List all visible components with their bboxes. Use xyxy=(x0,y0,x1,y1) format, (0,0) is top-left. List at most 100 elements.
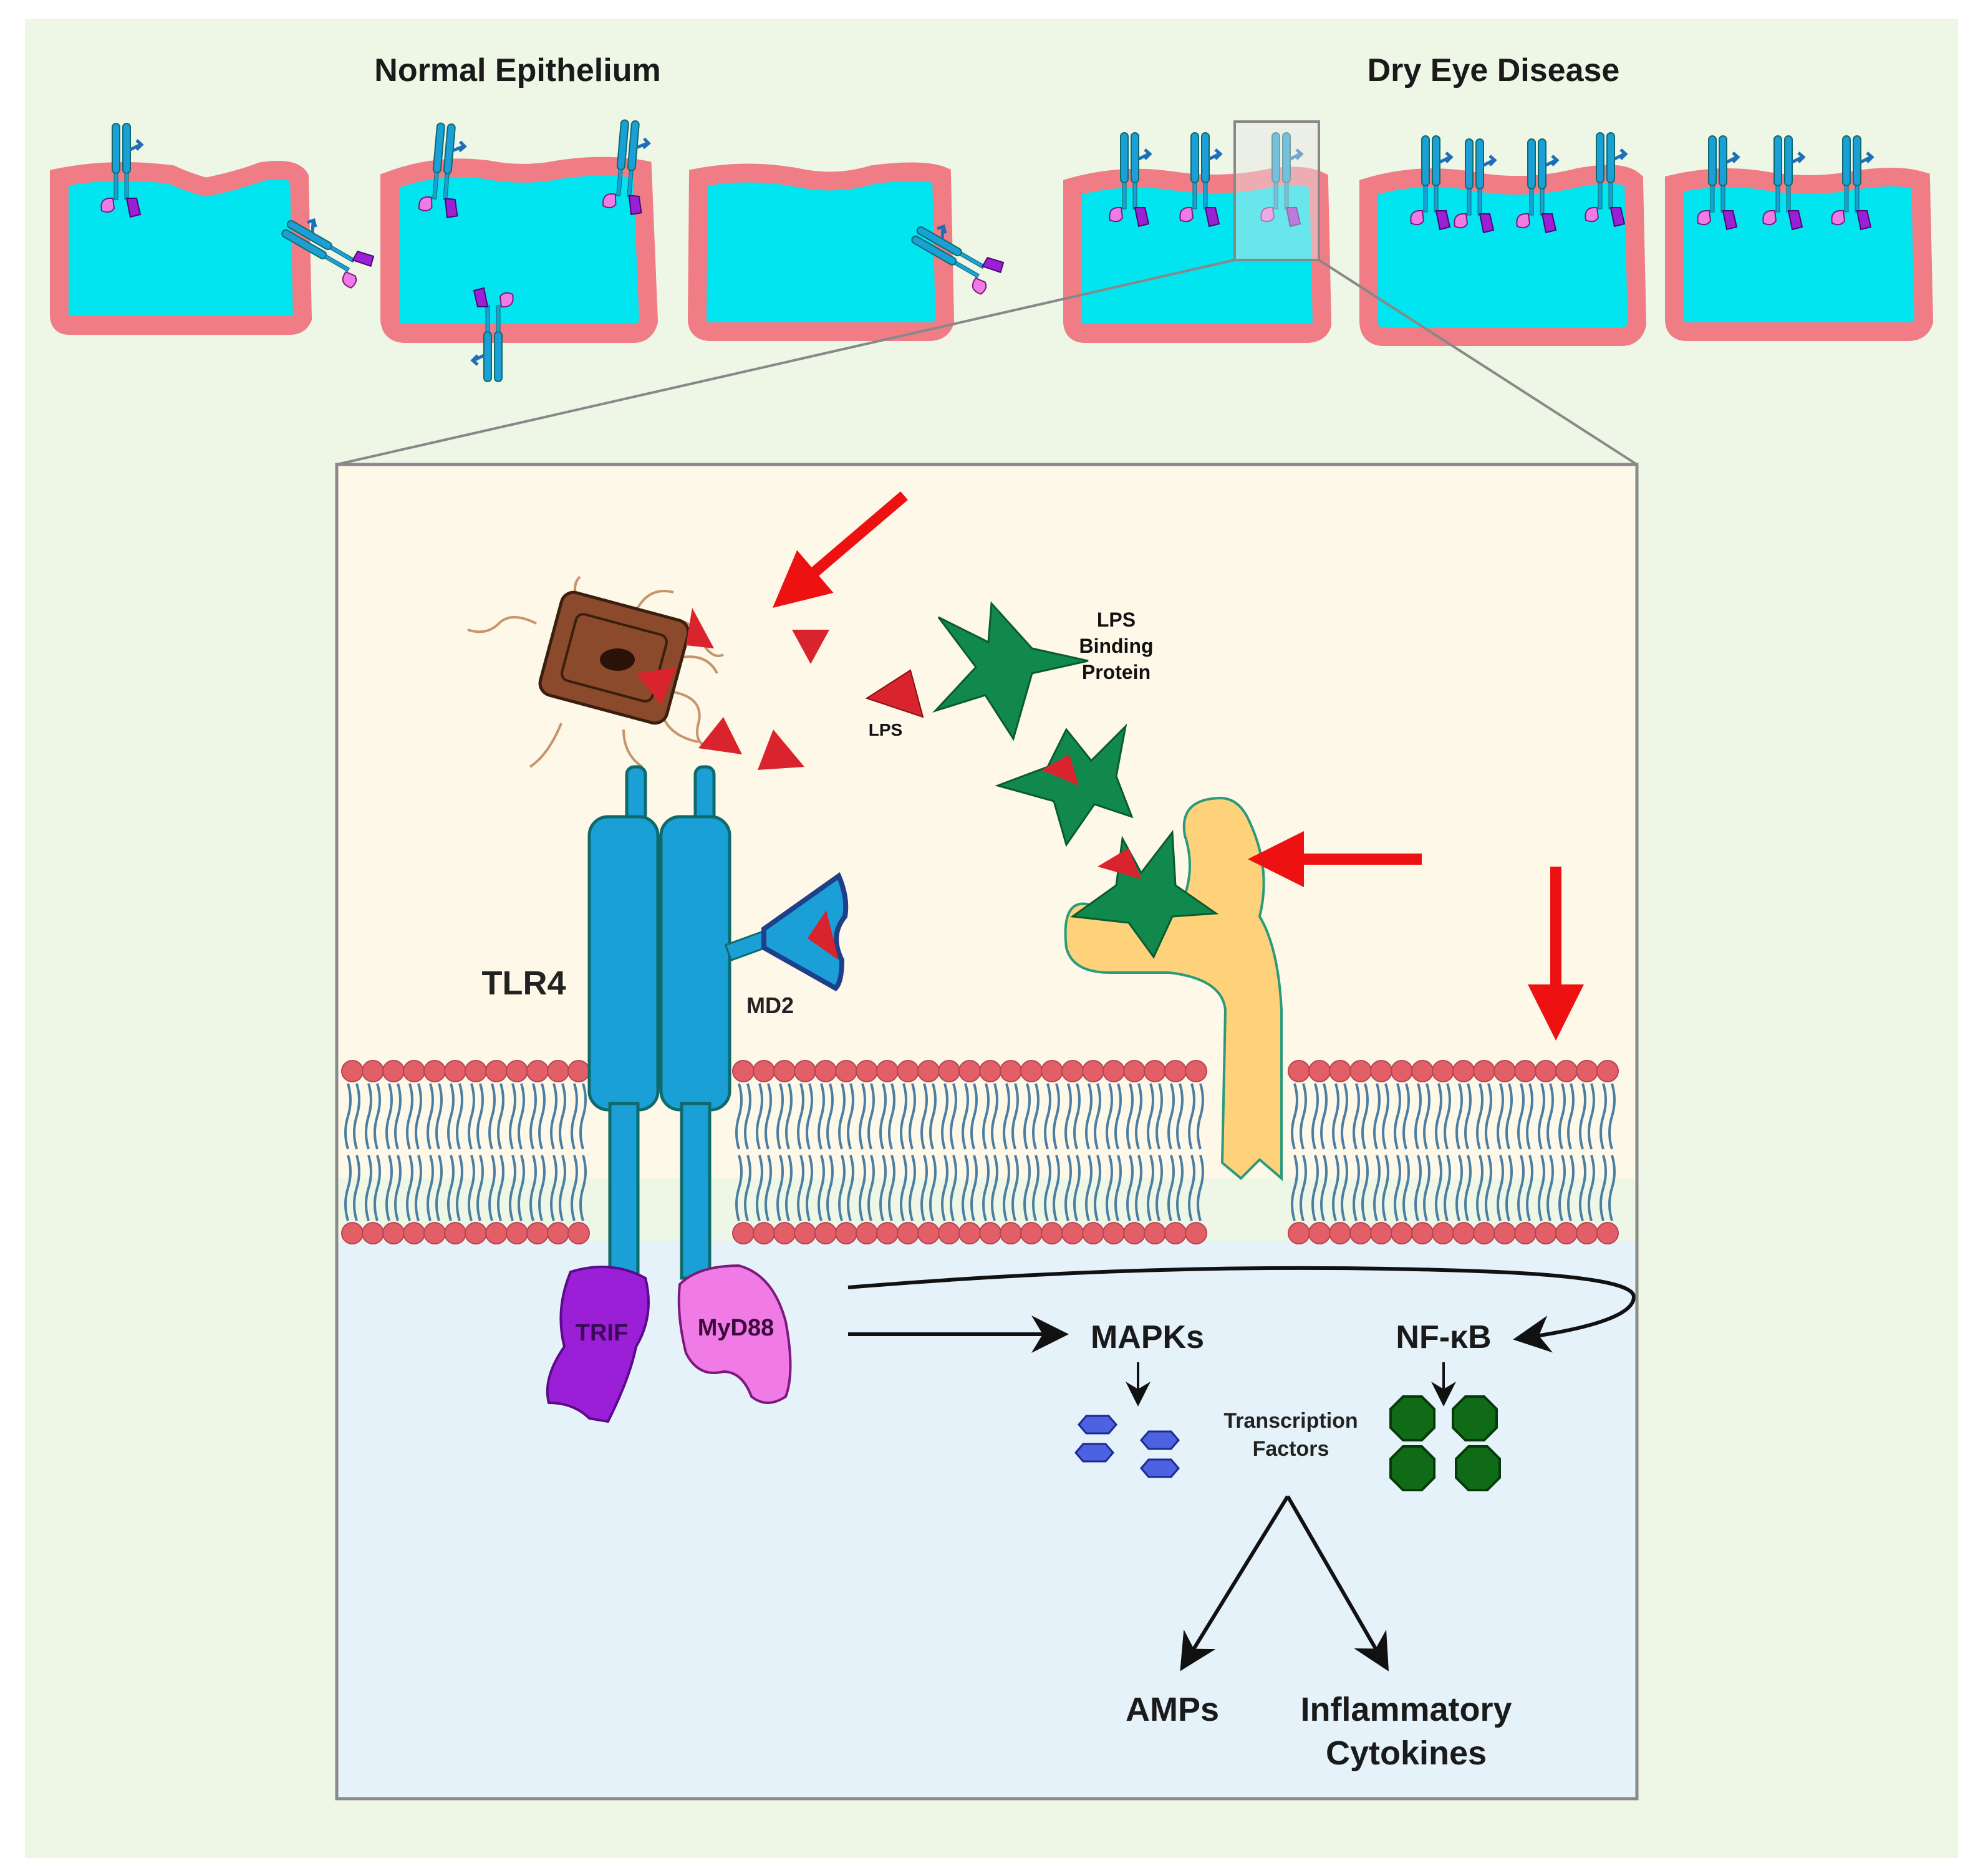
lipid-tail xyxy=(1011,1083,1019,1150)
epithelial-cell xyxy=(1359,165,1647,346)
lipid-tail xyxy=(1311,1083,1319,1150)
lipid-tail xyxy=(765,1155,772,1221)
lipid-tail xyxy=(1435,1155,1442,1221)
lipid-tail xyxy=(1476,1083,1484,1150)
lipid-tail xyxy=(797,1083,804,1150)
lipid-tail xyxy=(344,1083,352,1150)
lipid-head xyxy=(732,1060,755,1082)
lipid-tail xyxy=(776,1155,784,1221)
lipid-tail xyxy=(867,1155,875,1221)
lipid-tail xyxy=(1444,1155,1451,1221)
lipid-tail xyxy=(1382,1083,1389,1150)
lipid-tail xyxy=(1044,1155,1051,1221)
lps-triangle-icon xyxy=(865,669,924,718)
lipid-tail xyxy=(1435,1083,1442,1150)
cytokines-label-line1: Inflammatory xyxy=(1300,1691,1512,1728)
lipid-tail xyxy=(374,1155,381,1221)
lipid-head xyxy=(1555,1060,1578,1082)
lbp-label-line3: Protein xyxy=(1082,661,1151,683)
lipid-head xyxy=(506,1222,528,1244)
lipid-head xyxy=(1123,1060,1146,1082)
lipid-head xyxy=(341,1060,364,1082)
lipid-tail xyxy=(1064,1083,1072,1150)
lipid-head xyxy=(814,1060,837,1082)
lipid-head xyxy=(341,1222,364,1244)
lipid-tail xyxy=(1497,1083,1504,1150)
lipid-tail xyxy=(950,1155,957,1221)
lipid-tail xyxy=(1361,1083,1369,1150)
cytokines-label-line2: Cytokines xyxy=(1326,1734,1487,1772)
lipid-tail xyxy=(1599,1083,1607,1150)
lipid-tail xyxy=(859,1155,866,1221)
lps-label: LPS xyxy=(869,720,902,739)
lipid-tail xyxy=(1300,1155,1307,1221)
lipid-tail xyxy=(1423,1155,1431,1221)
lipid-tail xyxy=(1167,1155,1175,1221)
lipid-tail xyxy=(920,1083,928,1150)
lipid-tail xyxy=(1291,1155,1298,1221)
lipid-head xyxy=(526,1222,549,1244)
lipid-tail xyxy=(1353,1155,1360,1221)
lipid-head xyxy=(876,1222,899,1244)
lipid-tail xyxy=(1085,1083,1093,1150)
lipid-tail xyxy=(427,1155,434,1221)
lipid-tail xyxy=(1114,1155,1122,1221)
lipid-tail xyxy=(806,1083,813,1150)
lipid-head xyxy=(856,1222,878,1244)
lipid-head xyxy=(979,1060,1001,1082)
lipid-head xyxy=(485,1222,508,1244)
lipid-head xyxy=(382,1222,405,1244)
transcription-factors-label-line1: Transcription xyxy=(1223,1409,1358,1433)
myd88-label: MyD88 xyxy=(698,1315,774,1341)
lipid-tail xyxy=(991,1155,998,1221)
lipid-head xyxy=(485,1060,508,1082)
lipid-tail xyxy=(1332,1155,1339,1221)
lipid-tail xyxy=(962,1155,969,1221)
lipid-head xyxy=(1514,1060,1537,1082)
lipid-head xyxy=(1391,1222,1413,1244)
lipid-tail xyxy=(406,1083,413,1150)
lipid-head xyxy=(444,1060,466,1082)
lipid-head xyxy=(1514,1222,1537,1244)
lipid-tail xyxy=(353,1155,360,1221)
lipid-tail xyxy=(1176,1083,1184,1150)
highlight-arrow xyxy=(772,491,908,608)
lipid-tail xyxy=(488,1083,496,1150)
lipid-tail xyxy=(468,1155,475,1221)
signal-arrow xyxy=(847,1266,1636,1353)
lipid-tail xyxy=(1455,1155,1463,1221)
lipid-tail xyxy=(909,1155,916,1221)
lipid-head xyxy=(1555,1222,1578,1244)
lipid-tail xyxy=(509,1155,516,1221)
lipid-head xyxy=(1020,1222,1043,1244)
lipid-tail xyxy=(859,1083,866,1150)
lipid-tail xyxy=(447,1083,455,1150)
bacterium-icon xyxy=(467,575,829,770)
lipid-tail xyxy=(1003,1083,1010,1150)
lipid-tail xyxy=(1126,1155,1134,1221)
lipid-tail xyxy=(550,1155,557,1221)
lipid-head xyxy=(1411,1222,1434,1244)
lipid-head xyxy=(1082,1222,1104,1244)
lipid-tail xyxy=(797,1155,804,1221)
lipid-tail xyxy=(476,1155,484,1221)
normal-epithelium-title: Normal Epithelium xyxy=(374,52,660,89)
md2-icon xyxy=(724,872,849,991)
trif-label: TRIF xyxy=(576,1320,628,1346)
lipid-tail xyxy=(970,1155,978,1221)
lipid-head xyxy=(1432,1060,1454,1082)
lipid-tail xyxy=(559,1155,566,1221)
lipid-tail xyxy=(1197,1155,1204,1221)
lipid-tail xyxy=(1497,1155,1504,1221)
lipid-tail xyxy=(435,1083,443,1150)
lipid-tail xyxy=(1085,1155,1093,1221)
lipid-head xyxy=(1370,1222,1392,1244)
lipid-tail xyxy=(1423,1083,1431,1150)
lipid-tail xyxy=(1044,1083,1051,1150)
lipid-head xyxy=(1308,1060,1331,1082)
lipid-head xyxy=(1185,1222,1207,1244)
lipid-tail xyxy=(879,1083,887,1150)
lipid-head xyxy=(1349,1222,1372,1244)
lipid-tail xyxy=(756,1155,763,1221)
lipid-tail xyxy=(888,1083,895,1150)
